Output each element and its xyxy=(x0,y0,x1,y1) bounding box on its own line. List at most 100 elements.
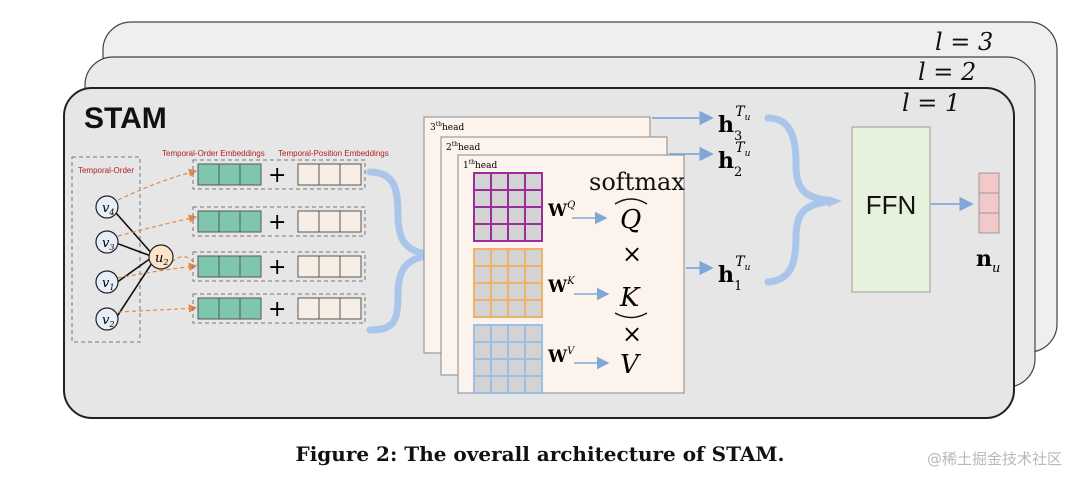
figure-caption: Figure 2: The overall architecture of ST… xyxy=(295,442,785,466)
head-output-arrows xyxy=(652,110,714,276)
temporal-order-embedding-cell xyxy=(239,297,262,320)
layer-label-3: l = 3 xyxy=(935,28,993,56)
temporal-order-embedding-cell xyxy=(239,210,262,233)
query-weight-grid xyxy=(473,172,543,242)
embedding-row-frame xyxy=(192,251,366,282)
query-weight-cell xyxy=(524,172,543,191)
layer-label-2: l = 2 xyxy=(918,58,976,86)
wv-label: WV xyxy=(547,346,576,367)
value-weight-cell xyxy=(473,375,492,394)
plus-sign: + xyxy=(268,210,286,235)
temporal-order-embedding-cell xyxy=(239,255,262,278)
value-weight-cell xyxy=(524,375,543,394)
value-weight-cell xyxy=(507,341,526,360)
nu-vector xyxy=(978,172,1000,234)
embedding-rows: ++++ xyxy=(192,159,366,324)
temporal-position-embedding-cell xyxy=(318,163,341,186)
temporal-order-embedding-cell xyxy=(218,255,241,278)
temporal-position-embedding-cell xyxy=(297,297,320,320)
query-weight-cell xyxy=(473,223,492,242)
k-hat xyxy=(614,312,648,319)
query-weight-cell xyxy=(507,223,526,242)
softmax-label: softmax xyxy=(589,168,685,196)
temporal-order-embedding-cell xyxy=(197,255,220,278)
query-weight-cell xyxy=(507,206,526,225)
weight-arrows xyxy=(572,211,610,370)
temporal-order-group xyxy=(71,156,141,343)
temporal-position-embedding-cell xyxy=(339,210,362,233)
temporal-position-embeddings-label: Temporal-Position Embeddings xyxy=(278,149,389,158)
h1-output-label: h1Tu xyxy=(718,254,751,294)
graph-edges xyxy=(115,212,155,319)
temporal-position-embedding-cell xyxy=(297,163,320,186)
key-weight-cell xyxy=(490,248,509,267)
svg-text:v4: v4 xyxy=(102,201,114,217)
stam-title: STAM xyxy=(84,102,167,135)
query-weight-cell xyxy=(473,172,492,191)
temporal-position-embedding-cell xyxy=(318,297,341,320)
head-label-1: 1thhead xyxy=(463,159,498,171)
node-v3: v3 xyxy=(95,230,119,254)
temporal-position-embedding-cell xyxy=(339,163,362,186)
key-weight-cell xyxy=(507,248,526,267)
k-symbol: K xyxy=(619,283,641,313)
svg-text:v1: v1 xyxy=(102,276,114,292)
query-weight-cell xyxy=(490,172,509,191)
query-weight-cell xyxy=(524,206,543,225)
v-symbol: V xyxy=(620,350,641,380)
stam-architecture-diagram: l = 3 l = 2 l = 1 STAM Temporal-Order v4… xyxy=(63,21,1058,419)
temporal-order-embedding-cell xyxy=(197,297,220,320)
key-weight-cell xyxy=(524,265,543,284)
wq-label: WQ xyxy=(547,200,575,221)
key-weight-cell xyxy=(490,299,509,318)
query-weight-cell xyxy=(524,223,543,242)
watermark-text: @稀土掘金技术社区 xyxy=(926,450,1062,468)
temporal-order-embedding-cell xyxy=(218,210,241,233)
head-label-2: 2thhead xyxy=(446,141,481,153)
temporal-order-embeddings-label: Temporal-Order Embeddings xyxy=(162,149,265,158)
temporal-position-embedding-cell xyxy=(297,255,320,278)
svg-text:v3: v3 xyxy=(102,236,114,252)
key-weight-cell xyxy=(524,282,543,301)
plus-sign: + xyxy=(268,163,286,188)
wk-label: WK xyxy=(547,276,575,297)
key-weight-cell xyxy=(507,282,526,301)
value-weight-cell xyxy=(524,358,543,377)
value-weight-cell xyxy=(524,341,543,360)
query-weight-cell xyxy=(490,189,509,208)
temporal-order-embedding-cell xyxy=(239,163,262,186)
key-weight-cell xyxy=(524,248,543,267)
query-weight-cell xyxy=(473,189,492,208)
node-v4: v4 xyxy=(95,195,119,219)
temporal-order-embedding-cell xyxy=(218,297,241,320)
value-weight-cell xyxy=(490,375,509,394)
key-weight-cell xyxy=(507,299,526,318)
key-weight-cell xyxy=(473,282,492,301)
temporal-order-embedding-cell xyxy=(197,163,220,186)
temporal-position-embedding-cell xyxy=(339,297,362,320)
node-v1: v1 xyxy=(95,270,119,294)
q-hat xyxy=(614,198,648,205)
value-weight-cell xyxy=(473,341,492,360)
svg-text:u2: u2 xyxy=(155,251,168,267)
temporal-order-embedding-cell xyxy=(197,210,220,233)
embedding-links xyxy=(117,168,198,313)
value-weight-cell xyxy=(473,324,492,343)
key-weight-cell xyxy=(473,265,492,284)
times-symbol-2: × xyxy=(622,320,642,348)
embedding-row-frame xyxy=(192,293,366,324)
value-weight-cell xyxy=(490,324,509,343)
h3-output-label: h3Tu xyxy=(718,104,751,144)
value-weight-cell xyxy=(507,358,526,377)
times-symbol-1: × xyxy=(622,240,642,268)
head-label-3: 3thhead xyxy=(430,121,465,133)
query-weight-cell xyxy=(507,189,526,208)
query-weight-cell xyxy=(473,206,492,225)
node-u2: u2 xyxy=(148,244,174,270)
key-weight-cell xyxy=(473,299,492,318)
plus-sign: + xyxy=(268,255,286,280)
nu-label: nu xyxy=(976,246,1000,276)
temporal-order-embedding-cell xyxy=(218,163,241,186)
value-weight-cell xyxy=(473,358,492,377)
key-weight-cell xyxy=(490,265,509,284)
